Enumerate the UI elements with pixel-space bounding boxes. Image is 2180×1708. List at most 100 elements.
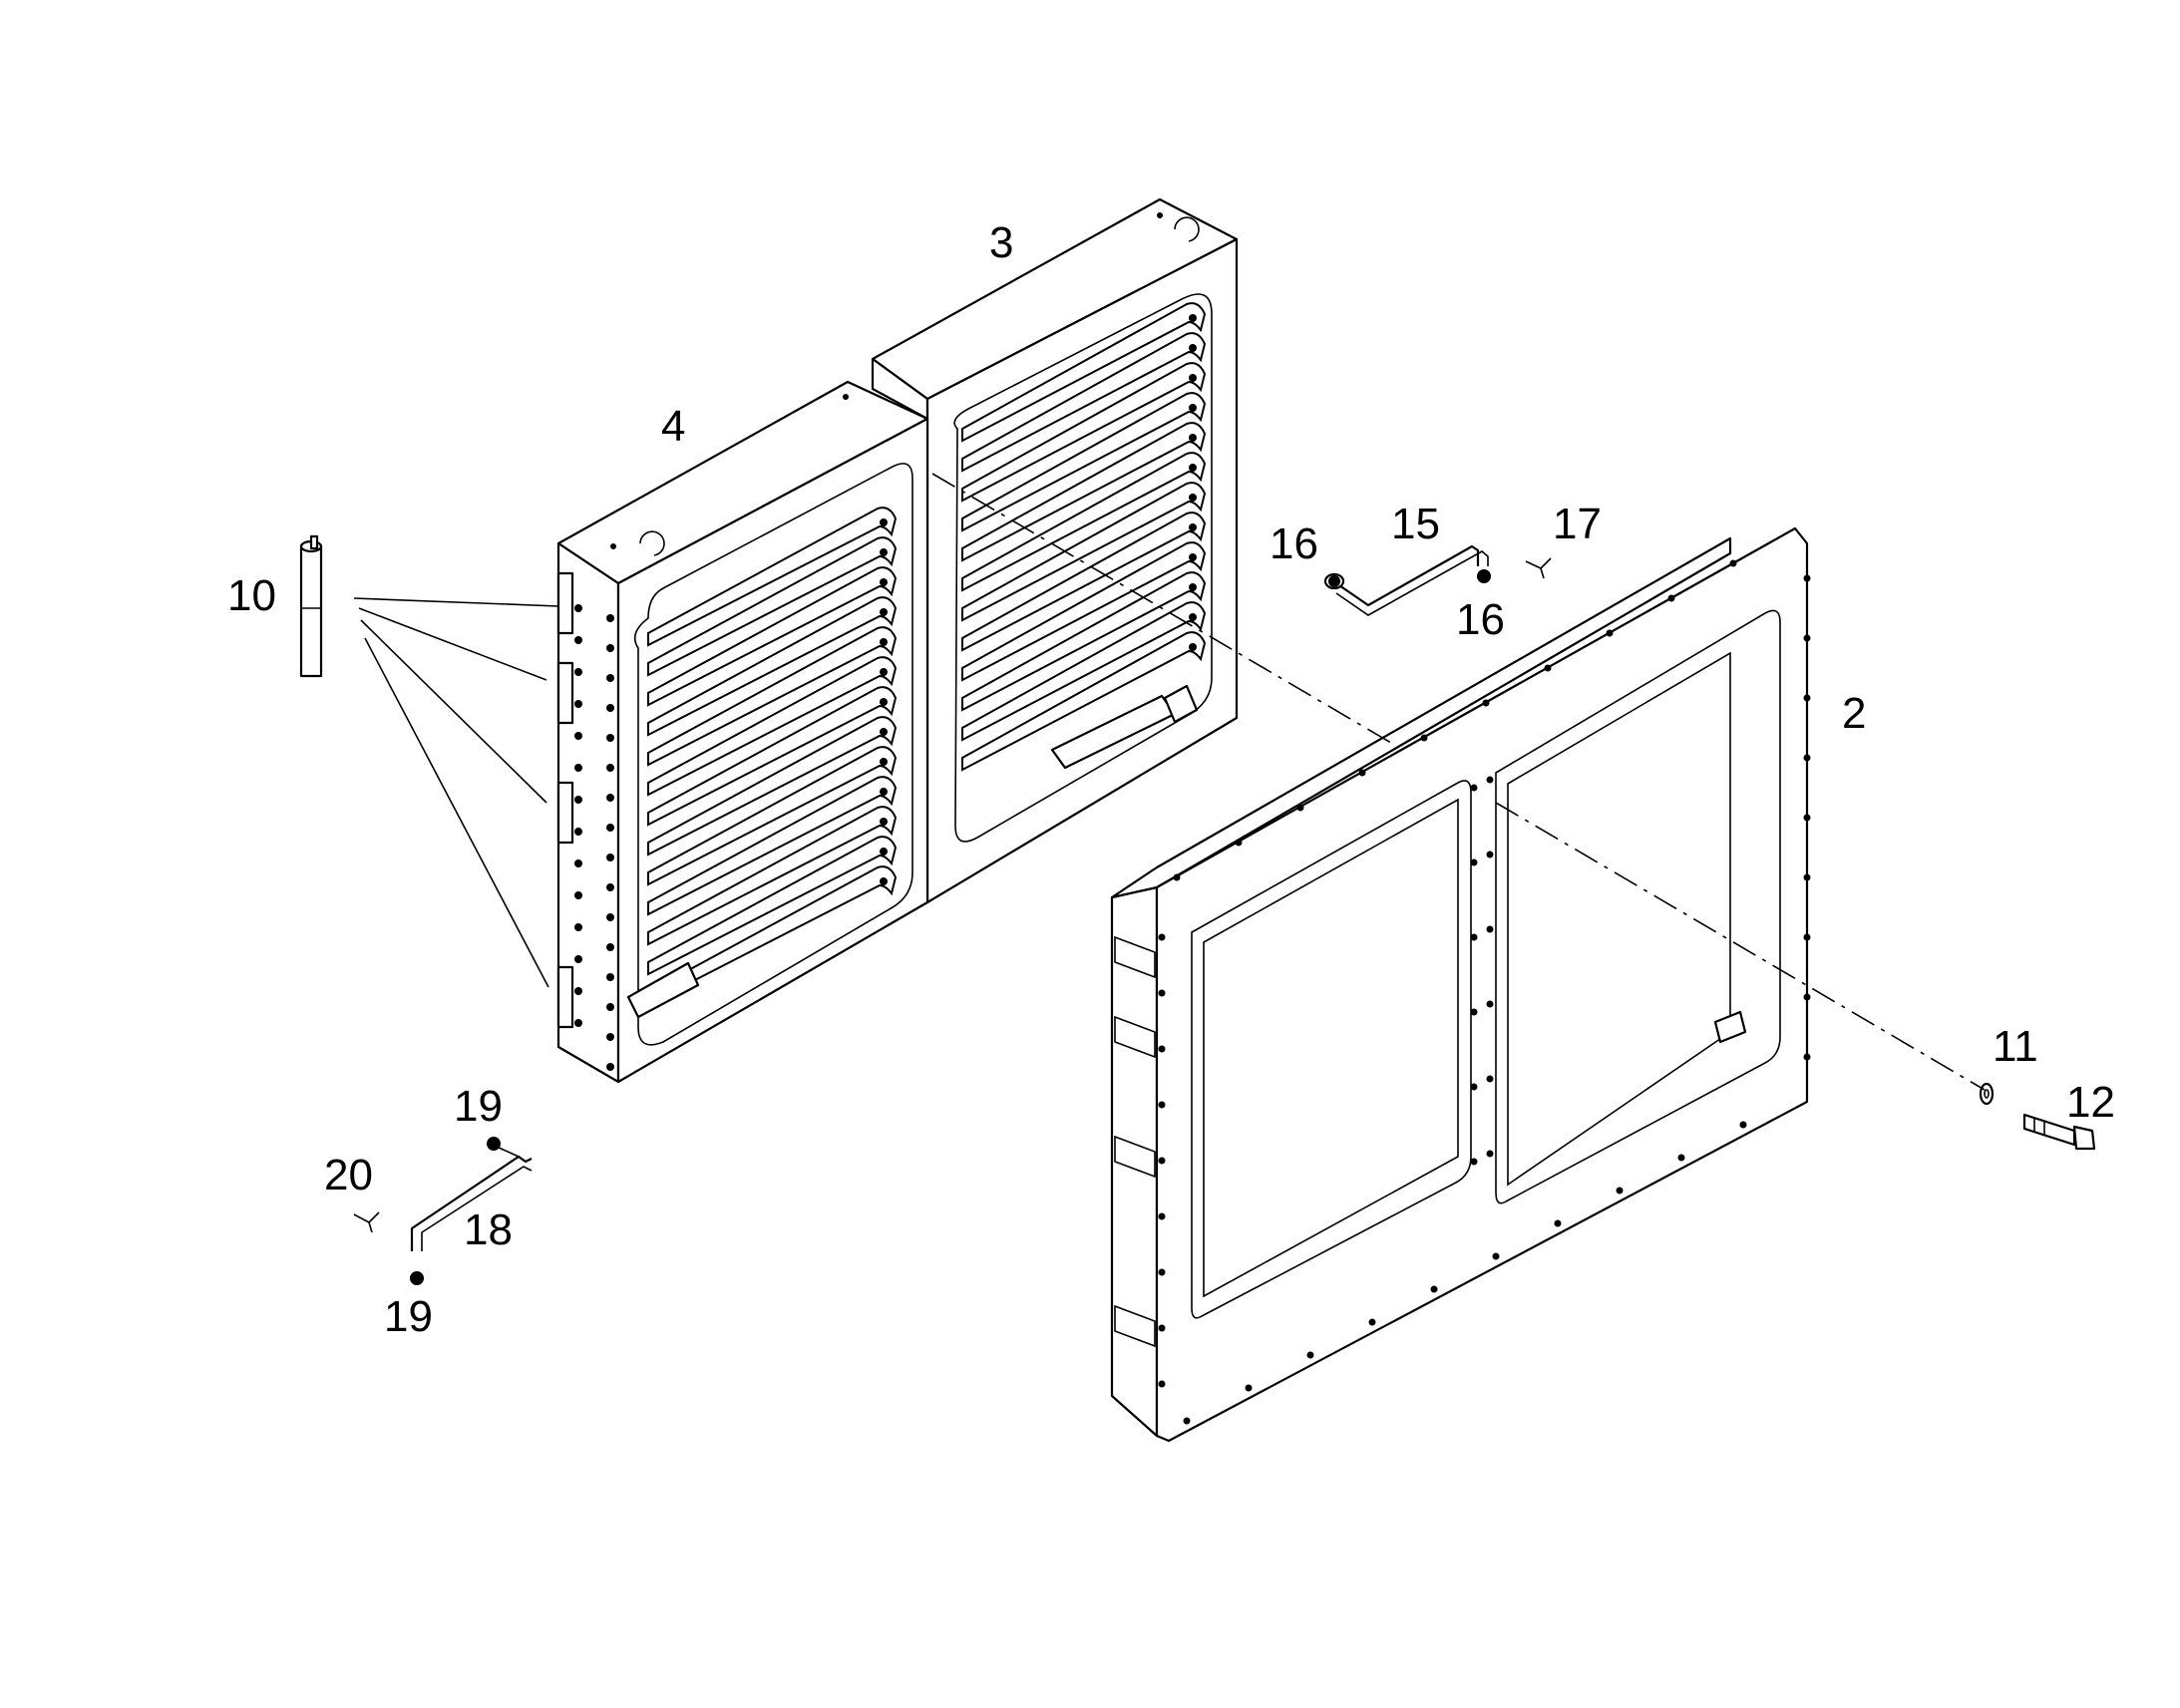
slat-pivot	[1189, 434, 1197, 442]
louver-slat	[961, 601, 1207, 742]
nut-16-right	[1477, 569, 1491, 583]
rivet-hole	[1470, 933, 1478, 941]
louver-slat	[647, 596, 898, 737]
rivet-hole	[1235, 839, 1243, 847]
rivet-hole	[1470, 1008, 1478, 1016]
rivet-hole	[1803, 873, 1811, 881]
rivet-hole	[574, 987, 582, 995]
louver-slat	[961, 631, 1207, 772]
rivet-hole	[606, 764, 614, 772]
rivet-hole	[606, 1003, 614, 1011]
rivet-hole	[1430, 1285, 1438, 1293]
rivet-hole	[1554, 1219, 1562, 1227]
rivet-hole	[1470, 784, 1478, 792]
callout-16-right: 16	[1456, 595, 1505, 644]
rivet-hole	[606, 824, 614, 832]
rivet-hole	[1803, 933, 1811, 941]
slat-pivot	[880, 877, 888, 885]
slat-pivot	[1189, 643, 1197, 651]
louver-slat	[647, 507, 898, 647]
louver-slat	[647, 746, 898, 886]
rivet-hole	[1544, 664, 1552, 672]
callout-4: 4	[661, 402, 685, 451]
rivet-hole	[574, 859, 582, 867]
louver-slat	[647, 806, 898, 946]
rivet-hole	[1158, 1157, 1166, 1165]
rivet-hole	[1803, 993, 1811, 1001]
rivet-hole	[1158, 1212, 1166, 1220]
panel-4-hinges	[556, 571, 574, 1029]
rivet-hole	[1482, 699, 1490, 707]
rivet-hole	[574, 796, 582, 804]
rivet-hole	[606, 674, 614, 682]
slat-pivot	[880, 728, 888, 736]
rivet-hole	[1158, 1324, 1166, 1332]
louver-slat	[647, 865, 898, 1006]
rivet-hole	[1158, 1045, 1166, 1053]
rivet-hole	[574, 764, 582, 772]
louver-slat	[647, 776, 898, 916]
rivet-hole	[1183, 1417, 1191, 1425]
rivet-hole	[574, 636, 582, 644]
slat-pivot	[880, 758, 888, 766]
bolt-12	[2022, 1113, 2096, 1151]
callout-3: 3	[989, 218, 1013, 267]
nut-16-left	[1323, 572, 1345, 590]
callout-18: 18	[464, 1205, 513, 1254]
centerline-upper	[931, 473, 1392, 744]
louver-slat	[961, 512, 1207, 652]
slat-pivot	[1189, 494, 1197, 502]
frame-depth-ribs	[1114, 935, 1156, 1348]
rivet-hole	[1803, 814, 1811, 822]
rivet-hole	[1306, 1351, 1314, 1359]
slat-pivot	[880, 548, 888, 556]
rivet-hole	[574, 955, 582, 963]
rivet-hole	[1158, 1380, 1166, 1388]
rivet-hole	[606, 1033, 614, 1041]
rivet-hole	[1729, 559, 1737, 567]
callout-11: 11	[1993, 1022, 2038, 1071]
rivet-hole	[1470, 858, 1478, 866]
louver-slats-4	[647, 507, 898, 1006]
rivet-hole	[1470, 1083, 1478, 1091]
louver-slat	[961, 482, 1207, 622]
slat-pivot	[880, 788, 888, 796]
rivet-hole	[1667, 594, 1675, 602]
rivet-hole	[574, 604, 582, 612]
louver-slat	[961, 302, 1207, 443]
callout-15: 15	[1391, 500, 1440, 548]
rivet-hole	[606, 883, 614, 891]
louver-slat	[647, 566, 898, 707]
louver-slat	[647, 686, 898, 827]
washer-11	[1979, 1082, 1995, 1106]
louver-panel-3	[871, 197, 1239, 904]
rivet-hole	[1158, 1268, 1166, 1276]
rod-15	[1335, 544, 1489, 616]
rivet-hole	[1486, 1150, 1494, 1158]
rivet-hole	[1486, 1000, 1494, 1008]
slat-pivot	[880, 578, 888, 586]
rivet-hole	[1616, 1187, 1624, 1195]
slat-pivot	[880, 518, 888, 526]
rivet-hole	[1158, 989, 1166, 997]
rivet-hole	[574, 1019, 582, 1027]
rivet-hole	[606, 913, 614, 921]
slat-pivot	[1189, 344, 1197, 352]
rivet-hole	[1492, 1252, 1500, 1260]
rivet-hole	[1486, 776, 1494, 784]
panel-4-handle	[626, 961, 700, 1019]
rivet-hole	[606, 644, 614, 652]
callout-20: 20	[324, 1151, 373, 1199]
rivet-hole	[574, 891, 582, 899]
rivet-hole	[1803, 694, 1811, 702]
hinge-pin-10	[299, 534, 323, 678]
frame-mounting-holes	[1158, 559, 1811, 1425]
rivet-hole	[574, 923, 582, 931]
callout-10: 10	[227, 571, 276, 620]
louver-slat	[647, 536, 898, 677]
rivet-hole	[1486, 1075, 1494, 1083]
callout-19-top: 19	[454, 1082, 503, 1131]
louver-slat	[961, 452, 1207, 592]
rivet-hole	[1368, 1318, 1376, 1326]
rivet-hole	[1158, 1101, 1166, 1109]
